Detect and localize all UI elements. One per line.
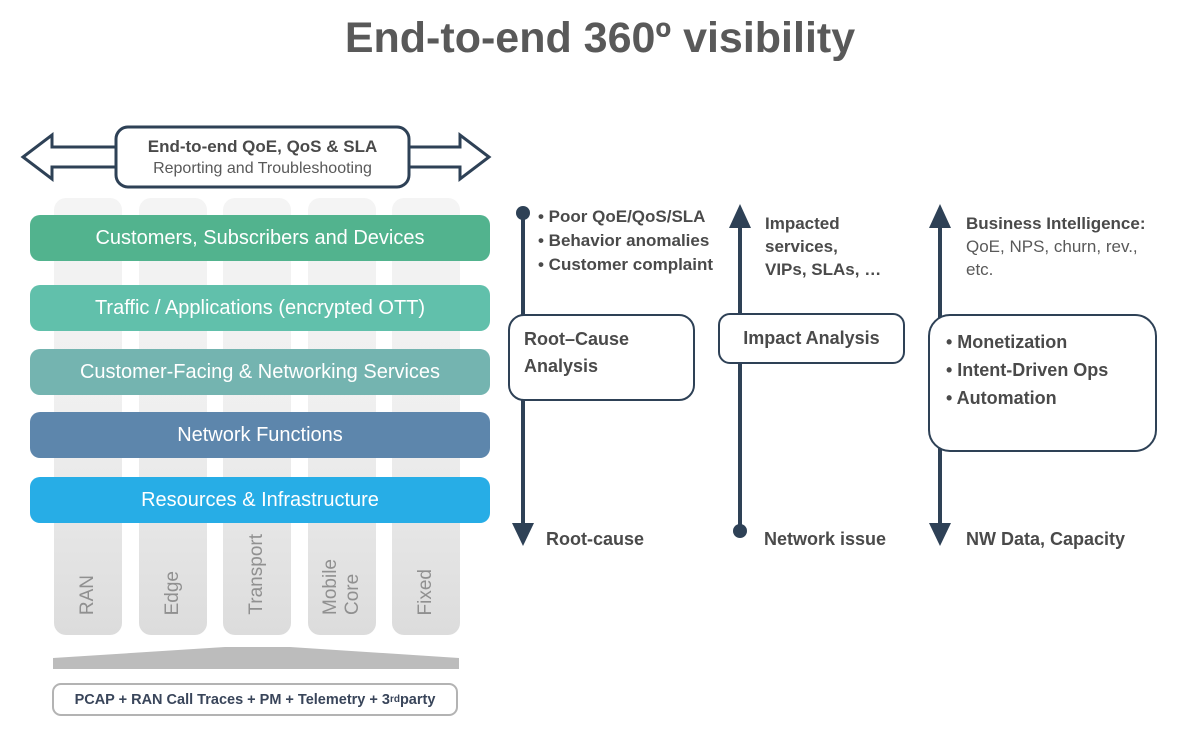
root-cause-input-item: • Behavior anomalies	[538, 231, 710, 250]
business-source-label: NW Data, Capacity	[966, 529, 1126, 549]
data-sources-suffix: party	[399, 691, 436, 708]
impact-source-label: Network issue	[764, 529, 887, 549]
banner: End-to-end QoE, QoS & SLA Reporting and …	[116, 127, 409, 187]
impact-analysis-box: Impact Analysis	[718, 313, 905, 364]
root-cause-input-item: • Poor QoE/QoS/SLA	[538, 207, 706, 226]
column-edge-label: Edge	[162, 570, 183, 615]
root-cause-inputs: • Poor QoE/QoS/SLA • Behavior anomalies …	[538, 205, 713, 277]
banner-title: End-to-end QoE, QoS & SLA	[147, 136, 378, 156]
business-value-item: • Monetization	[946, 332, 1068, 352]
root-cause-input-item: • Customer complaint	[538, 255, 714, 274]
impact-analysis-label: Impact Analysis	[743, 328, 880, 348]
left-arrow-icon	[20, 131, 130, 183]
layer-services-label: Customer-Facing & Networking Services	[79, 360, 441, 383]
layer-resources: Resources & Infrastructure	[30, 477, 490, 523]
business-output-title: Business Intelligence:	[966, 214, 1146, 233]
root-cause-result-label: Root-cause	[546, 529, 645, 549]
business-output-line: etc.	[966, 260, 994, 279]
layer-customers-label: Customers, Subscribers and Devices	[95, 226, 425, 249]
banner-box	[114, 125, 411, 189]
banner-arrow-shapes	[20, 125, 492, 189]
data-sources-box: PCAP + RAN Call Traces + PM + Telemetry …	[52, 683, 458, 716]
right-arrow-icon	[395, 131, 492, 183]
impact-outputs: Impacted services, VIPs, SLAs, …	[765, 212, 881, 281]
layer-network-functions: Network Functions	[30, 412, 490, 458]
column-fixed-label: Fixed	[415, 568, 436, 615]
impact-output-line: VIPs, SLAs, …	[765, 260, 882, 279]
business-outputs: Business Intelligence: QoE, NPS, churn, …	[966, 212, 1146, 281]
layer-customers: Customers, Subscribers and Devices	[30, 215, 490, 261]
business-value-item: • Intent-Driven Ops	[946, 360, 1109, 380]
column-transport-label: Transport	[246, 534, 267, 615]
page-title: End-to-end 360º visibility	[344, 14, 856, 62]
business-value-box: • Monetization • Intent-Driven Ops • Aut…	[928, 314, 1157, 452]
business-output-line: QoE, NPS, churn, rev.,	[966, 237, 1138, 256]
impact-output-line: services,	[765, 237, 838, 256]
layer-services: Customer-Facing & Networking Services	[30, 349, 490, 395]
banner-subtitle: Reporting and Troubleshooting	[153, 159, 372, 177]
business-value-item: • Automation	[946, 388, 1057, 408]
column-ran-label: RAN	[77, 574, 98, 615]
impact-output-line: Impacted	[765, 214, 840, 233]
column-mobile-core-label: Mobile Core	[320, 559, 363, 615]
impact-arrow-icon	[729, 204, 751, 538]
funnel-polygon	[53, 647, 459, 669]
layer-resources-label: Resources & Infrastructure	[141, 488, 379, 511]
root-cause-analysis-box: Root–Cause Analysis	[508, 314, 695, 401]
funnel-shape	[53, 647, 459, 669]
layer-network-functions-label: Network Functions	[177, 423, 343, 446]
layer-traffic: Traffic / Applications (encrypted OTT)	[30, 285, 490, 331]
layer-traffic-label: Traffic / Applications (encrypted OTT)	[94, 296, 426, 319]
data-sources-text: PCAP + RAN Call Traces + PM + Telemetry …	[74, 691, 390, 708]
